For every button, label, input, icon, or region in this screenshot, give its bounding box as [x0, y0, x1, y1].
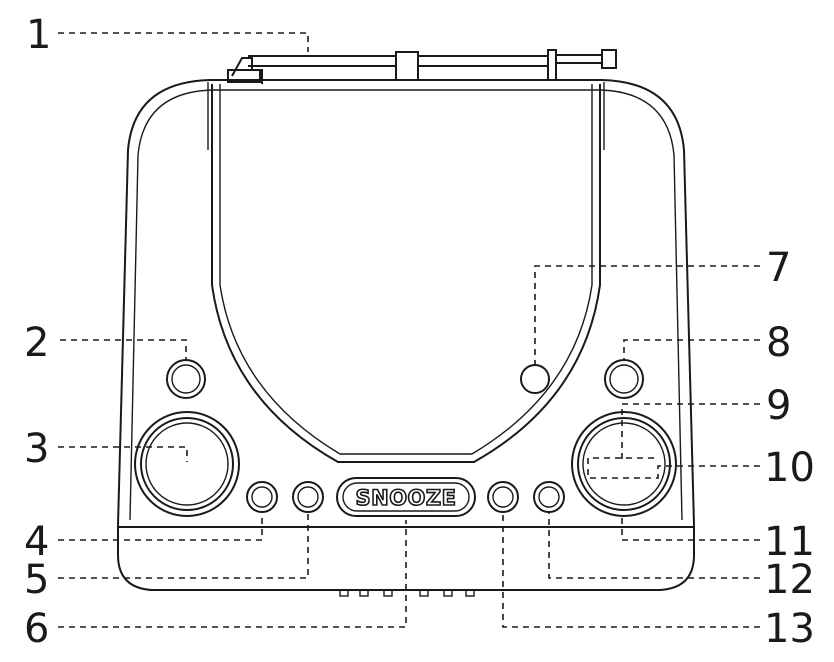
snooze-label: SNOOZE: [356, 486, 457, 510]
label-2: 2: [24, 320, 49, 366]
light-sensor: [520, 364, 550, 394]
display-window: [211, 84, 601, 463]
label-10: 10: [764, 445, 815, 491]
label-3: 3: [24, 426, 49, 472]
button-13[interactable]: [487, 481, 519, 513]
leader-lines: [58, 32, 760, 628]
label-8: 8: [766, 320, 791, 366]
label-7: 7: [766, 245, 791, 291]
right-knob[interactable]: [571, 411, 677, 517]
snooze-button[interactable]: SNOOZE: [336, 477, 476, 517]
button-5[interactable]: [292, 481, 324, 513]
left-knob[interactable]: [134, 411, 240, 517]
antenna: [227, 49, 617, 84]
label-6: 6: [24, 606, 49, 652]
label-5: 5: [24, 557, 49, 603]
left-top-button[interactable]: [166, 359, 206, 399]
device-body: [117, 79, 695, 591]
button-12[interactable]: [533, 481, 565, 513]
label-9: 9: [766, 383, 791, 429]
label-4: 4: [24, 519, 49, 565]
label-12: 12: [764, 557, 815, 603]
right-top-button[interactable]: [604, 359, 644, 399]
label-11: 11: [764, 519, 815, 565]
label-13: 13: [764, 606, 815, 652]
button-4[interactable]: [246, 481, 278, 513]
bottom-connectors: [339, 589, 475, 597]
label-1: 1: [26, 12, 51, 58]
